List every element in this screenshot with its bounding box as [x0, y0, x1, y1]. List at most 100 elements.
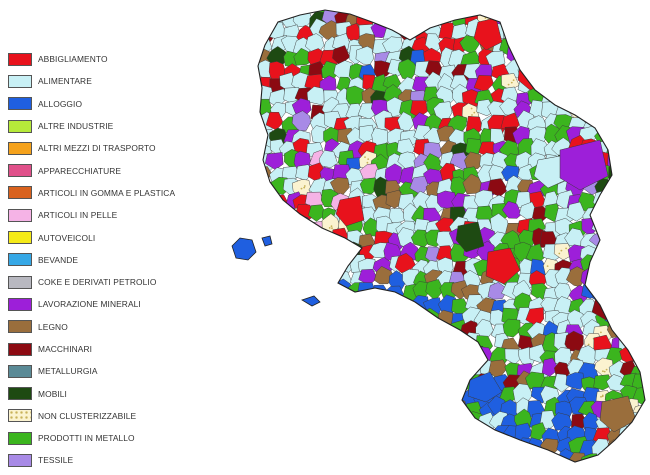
legend-swatch [8, 119, 32, 133]
municipality-area [578, 98, 598, 120]
municipality-area [411, 318, 430, 338]
municipality-area [552, 85, 570, 105]
municipality-area [369, 358, 389, 380]
municipality-area [634, 99, 645, 119]
municipality-area [270, 204, 291, 225]
municipality-area [413, 440, 434, 458]
municipality-area [633, 161, 645, 183]
legend-item: ABBIGLIAMENTO [8, 48, 213, 70]
municipality-area [620, 216, 641, 234]
municipality-area [411, 463, 428, 475]
municipality-area [617, 12, 638, 31]
municipality-area [620, 435, 638, 455]
legend-label: ALTRI MEZZI DI TRASPORTO [38, 143, 156, 154]
legend-label: COKE E DERIVATI PETROLIO [38, 277, 157, 288]
municipality-area [423, 397, 443, 416]
municipality-area [258, 126, 263, 147]
municipality-area [258, 346, 261, 368]
municipality-area [605, 192, 626, 213]
municipality-area [453, 10, 471, 18]
municipality-area [491, 10, 509, 19]
municipality-area [633, 271, 645, 289]
municipality-area [332, 409, 352, 430]
municipality-area [593, 72, 612, 90]
municipality-area [347, 372, 368, 392]
municipality-area [258, 349, 272, 368]
municipality-area [423, 436, 441, 459]
municipality-area [281, 359, 302, 377]
municipality-area [634, 113, 645, 134]
municipality-area [259, 437, 277, 457]
municipality-area [603, 20, 623, 39]
municipality-area [539, 51, 558, 70]
legend-item: BEVANDE [8, 249, 213, 271]
municipality-area [565, 84, 585, 103]
municipality-area [594, 20, 614, 42]
municipality-area [320, 344, 339, 365]
legend-item: ARTICOLI IN PELLE [8, 204, 213, 226]
municipality-area [439, 372, 458, 390]
municipality-area [631, 25, 645, 45]
municipality-area [525, 49, 547, 69]
municipality-area [370, 414, 390, 432]
legend-label: ALTRE INDUSTRIE [38, 121, 114, 132]
municipality-area [347, 385, 368, 406]
municipality-area [633, 347, 645, 367]
municipality-area [349, 308, 368, 328]
municipality-area [590, 10, 612, 30]
municipality-area [258, 323, 273, 342]
municipality-area [606, 139, 626, 159]
municipality-area [619, 467, 639, 475]
municipality-area [599, 395, 637, 433]
municipality-area [400, 346, 418, 366]
municipality-area [553, 10, 572, 18]
municipality-area [596, 259, 615, 279]
municipality-area [258, 110, 264, 132]
municipality-area [335, 422, 355, 444]
municipality-area [360, 295, 379, 313]
municipality-area [258, 266, 266, 286]
municipality-area [630, 129, 645, 147]
municipality-area [424, 390, 442, 409]
municipality-area [258, 214, 275, 234]
municipality-area [240, 90, 258, 109]
municipality-area [596, 101, 613, 121]
municipality-area [258, 10, 263, 14]
municipality-area [606, 218, 628, 240]
municipality-area [322, 311, 341, 331]
municipality-area [619, 244, 638, 264]
municipality-area [258, 168, 260, 186]
municipality-area [596, 246, 615, 263]
municipality-area [541, 468, 562, 475]
municipality-area [258, 246, 277, 264]
municipality-area [531, 283, 552, 302]
municipality-area [435, 396, 459, 416]
municipality-area [551, 76, 572, 96]
municipality-area [346, 435, 366, 455]
municipality-area [290, 425, 310, 443]
municipality-area [258, 414, 261, 435]
municipality-area [399, 467, 416, 475]
municipality-area [258, 194, 266, 212]
municipality-area [282, 452, 302, 462]
legend-label: ABBIGLIAMENTO [38, 54, 108, 65]
municipality-area [258, 179, 263, 197]
municipality-area [278, 231, 299, 249]
municipality-area [331, 337, 352, 356]
municipality-area [258, 58, 261, 79]
municipality-area [578, 13, 597, 33]
municipality-area [603, 32, 623, 54]
municipality-area [422, 413, 443, 430]
municipality-area [303, 440, 325, 461]
municipality-area [308, 204, 327, 222]
municipality-area [602, 71, 623, 94]
municipality-area [634, 151, 645, 171]
municipality-area [514, 446, 537, 462]
municipality-area [566, 46, 584, 67]
municipality-area [455, 221, 485, 253]
municipality-area [258, 427, 275, 446]
municipality-area [265, 268, 286, 289]
municipality-area [304, 461, 326, 462]
municipality-area [265, 344, 287, 365]
municipality-area [321, 385, 341, 405]
